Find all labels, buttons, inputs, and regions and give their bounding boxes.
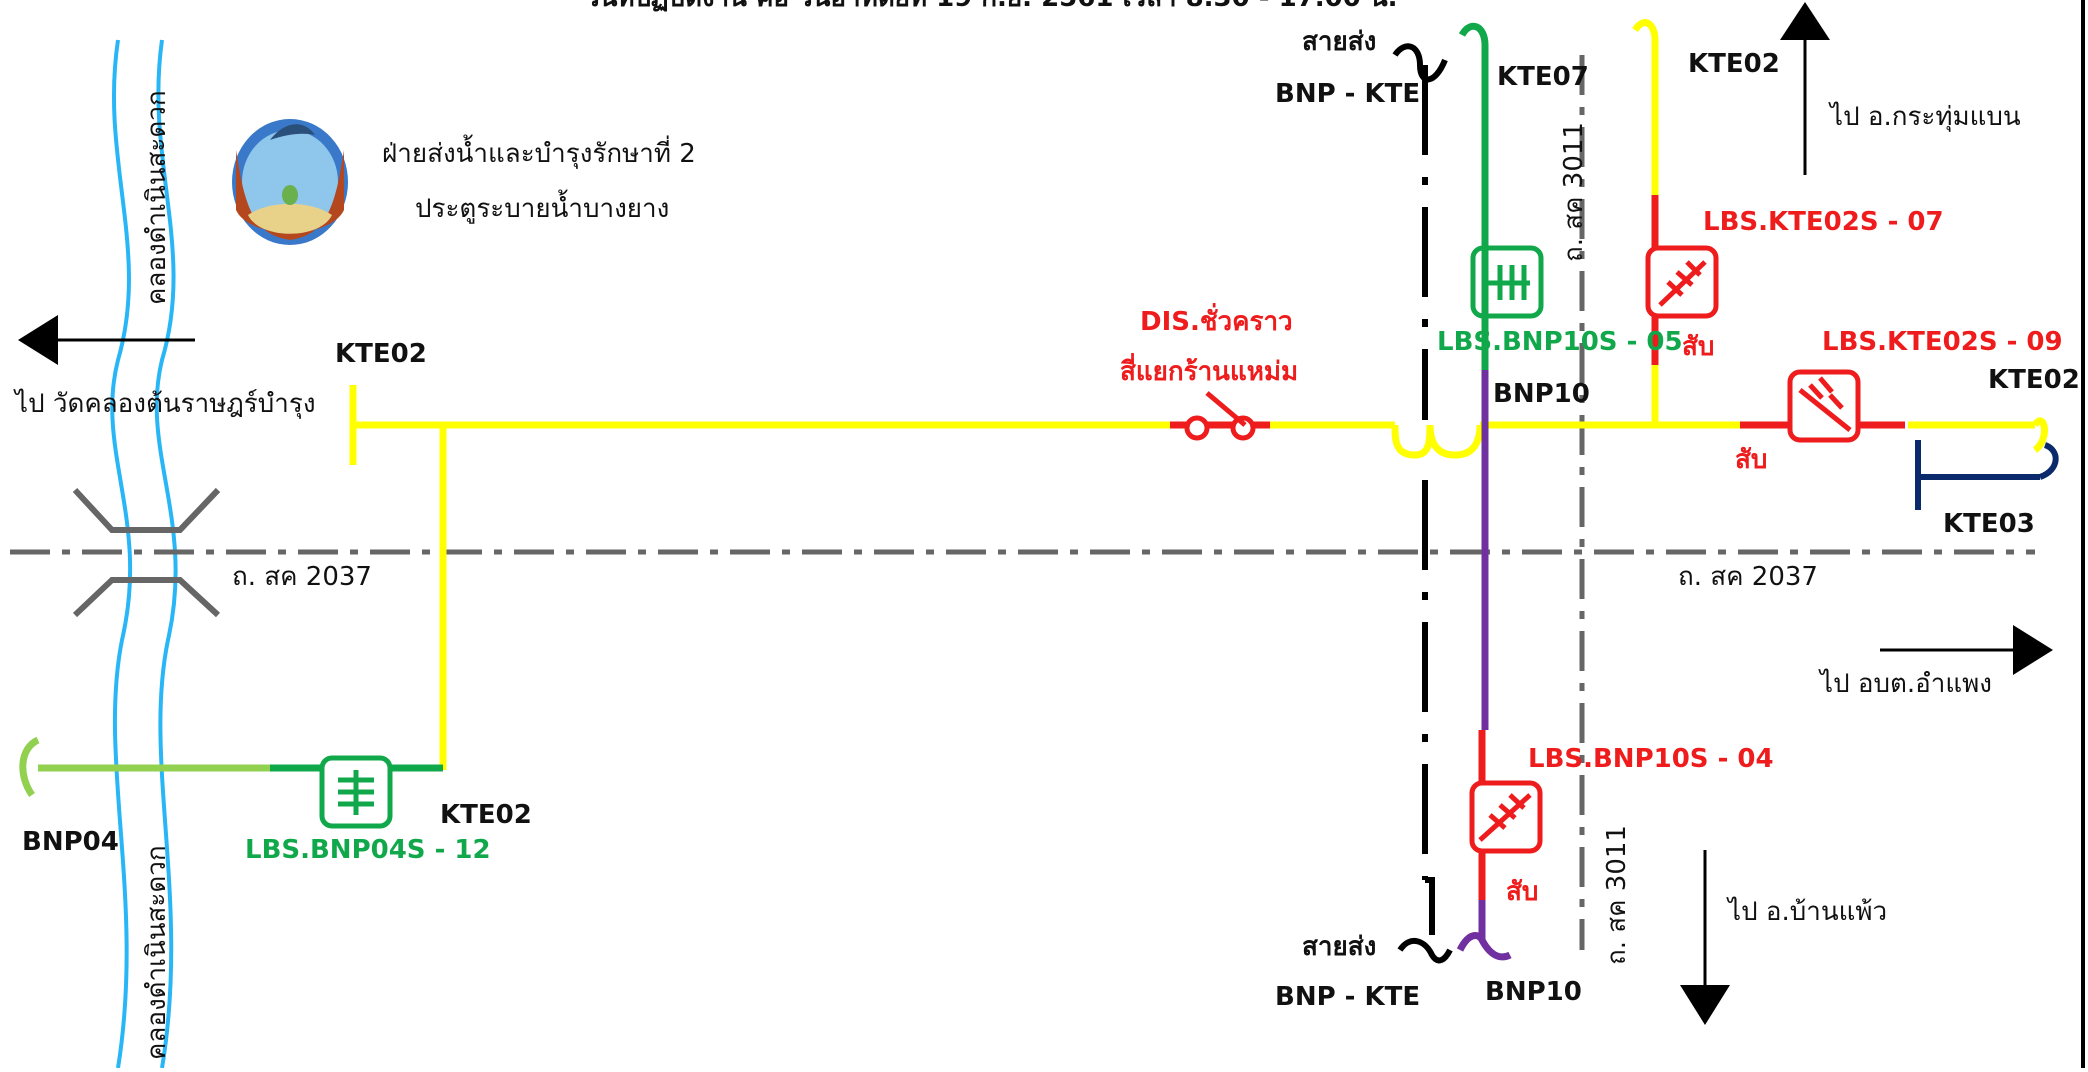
bridge-icon bbox=[72, 487, 221, 618]
transmission-top-line2: BNP - KTE bbox=[1275, 79, 1420, 109]
agency-logo bbox=[232, 119, 348, 245]
dis-label-line2: สี่แยกร้านแหม่ม bbox=[1120, 352, 1298, 387]
lbs-bnp04s-12-icon bbox=[319, 755, 393, 829]
arrow-east-icon bbox=[1880, 625, 2053, 675]
feeder-label-bnp04: BNP04 bbox=[22, 827, 119, 857]
page-title: วันที่ปฏิบัติงาน คือ วันอาทิตย์ที่ 19 ก.… bbox=[585, 0, 1398, 13]
lbs-kte02s-07-label: LBS.KTE02S - 07 bbox=[1703, 207, 1944, 237]
feeder-kte03 bbox=[1915, 440, 2059, 510]
feeder-label-kte02-top: KTE02 bbox=[1688, 49, 1780, 79]
arrow-south-icon bbox=[1680, 850, 1730, 1025]
canal-label-top: คลองดำเนินสะดวก bbox=[142, 90, 172, 305]
direction-east-label: ไป อบต.อำแพง bbox=[1818, 668, 1992, 699]
road-sk2037-label-left: ถ. สค 2037 bbox=[232, 562, 372, 592]
lbs-kte02s-09-label: LBS.KTE02S - 09 bbox=[1822, 327, 2063, 357]
dis-switch-icon bbox=[1184, 391, 1256, 441]
feeder-label-kte02-right: KTE02 bbox=[1988, 365, 2080, 395]
canal-river bbox=[110, 39, 178, 1069]
road-sk2037-label-right: ถ. สค 2037 bbox=[1678, 562, 1818, 592]
transmission-bottom-line1: สายส่ง bbox=[1302, 932, 1376, 962]
lbs-bnp04s-12-label: LBS.BNP04S - 12 bbox=[245, 835, 491, 865]
transmission-top-line1: สายส่ง bbox=[1302, 27, 1376, 57]
feeder-label-kte03: KTE03 bbox=[1943, 509, 2035, 539]
direction-south-label: ไป อ.บ้านแพ้ว bbox=[1726, 896, 1887, 927]
lbs-bnp10s-04-icon bbox=[1469, 780, 1543, 854]
lbs-kte02s-09-state: สับ bbox=[1735, 445, 1767, 475]
road-sk3011-label-bottom: ถ. สค 3011 bbox=[1602, 825, 1632, 965]
direction-north-label: ไป อ.กระทุ่มแบน bbox=[1828, 101, 2021, 132]
lbs-bnp10s-04-state: สับ bbox=[1506, 877, 1538, 907]
feeder-label-kte02-left: KTE02 bbox=[335, 339, 427, 369]
feeder-label-bnp10-mid: BNP10 bbox=[1493, 379, 1590, 409]
transmission-bottom-line2: BNP - KTE bbox=[1275, 982, 1420, 1012]
feeder-bnp10 bbox=[1456, 370, 1512, 961]
lbs-bnp10s-05-icon bbox=[1470, 245, 1544, 319]
logo-caption-line1: ฝ่ายส่งน้ำและบำรุงรักษาที่ 2 bbox=[382, 134, 696, 169]
feeder-kte02-main bbox=[349, 19, 2048, 770]
transmission-line bbox=[1392, 43, 1453, 964]
lbs-kte02s-07-state: สับ bbox=[1682, 332, 1714, 362]
feeder-label-kte07: KTE07 bbox=[1497, 62, 1589, 92]
lbs-kte02s-07-icon bbox=[1645, 245, 1719, 319]
dis-label-line1: DIS.ชั่วคราว bbox=[1140, 302, 1293, 337]
feeder-bnp04 bbox=[19, 736, 270, 798]
road-sk3011-label-top: ถ. สค 3011 bbox=[1559, 122, 1589, 262]
feeder-label-kte02-lower: KTE02 bbox=[440, 800, 532, 830]
lbs-bnp10s-04-label: LBS.BNP10S - 04 bbox=[1528, 744, 1774, 774]
lbs-kte02s-09-icon bbox=[1787, 369, 1861, 443]
direction-west-label: ไป วัดคลองต้นราษฎร์บำรุง bbox=[13, 388, 316, 419]
feeder-label-bnp10-bottom: BNP10 bbox=[1485, 977, 1582, 1007]
logo-caption-line2: ประตูระบายน้ำบางยาง bbox=[415, 189, 669, 224]
lbs-bnp10s-05-label: LBS.BNP10S - 05 bbox=[1437, 327, 1683, 357]
arrow-west-icon bbox=[18, 315, 195, 365]
feeder-kte07 bbox=[1458, 22, 1489, 370]
canal-label-bottom: คลองดำเนินสะดวก bbox=[142, 845, 172, 1060]
arrow-north-icon bbox=[1780, 2, 1830, 175]
